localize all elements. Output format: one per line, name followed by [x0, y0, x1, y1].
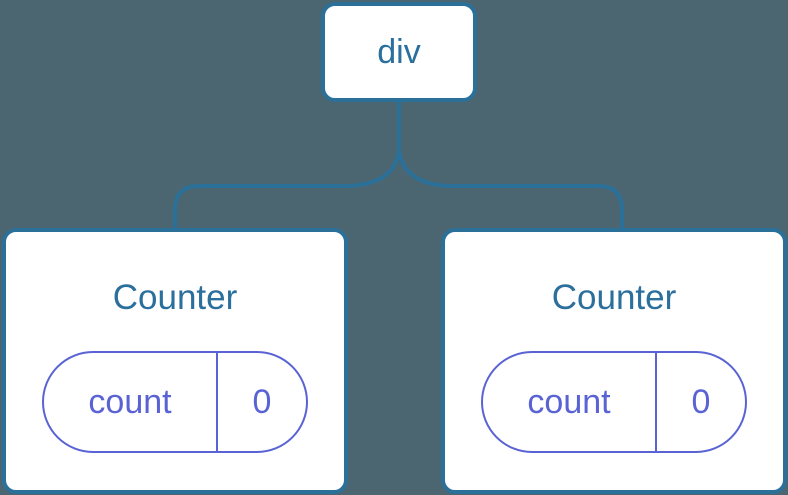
connector-branch-right	[397, 145, 624, 232]
state-pill-count-right[interactable]: count 0	[481, 351, 747, 453]
node-div[interactable]: div	[321, 2, 477, 102]
connector-branch-left	[173, 145, 401, 232]
state-value-label: 0	[691, 383, 711, 421]
state-value-label: 0	[252, 383, 272, 421]
node-counter-left[interactable]: Counter count 0	[2, 228, 348, 494]
node-counter-left-label: Counter	[112, 278, 238, 317]
state-pill-count-left[interactable]: count 0	[42, 351, 308, 453]
state-key-label: count	[44, 353, 218, 451]
node-counter-right[interactable]: Counter count 0	[441, 228, 787, 494]
node-div-label: div	[377, 33, 421, 71]
state-key-label: count	[483, 353, 657, 451]
node-counter-right-label: Counter	[551, 278, 677, 317]
